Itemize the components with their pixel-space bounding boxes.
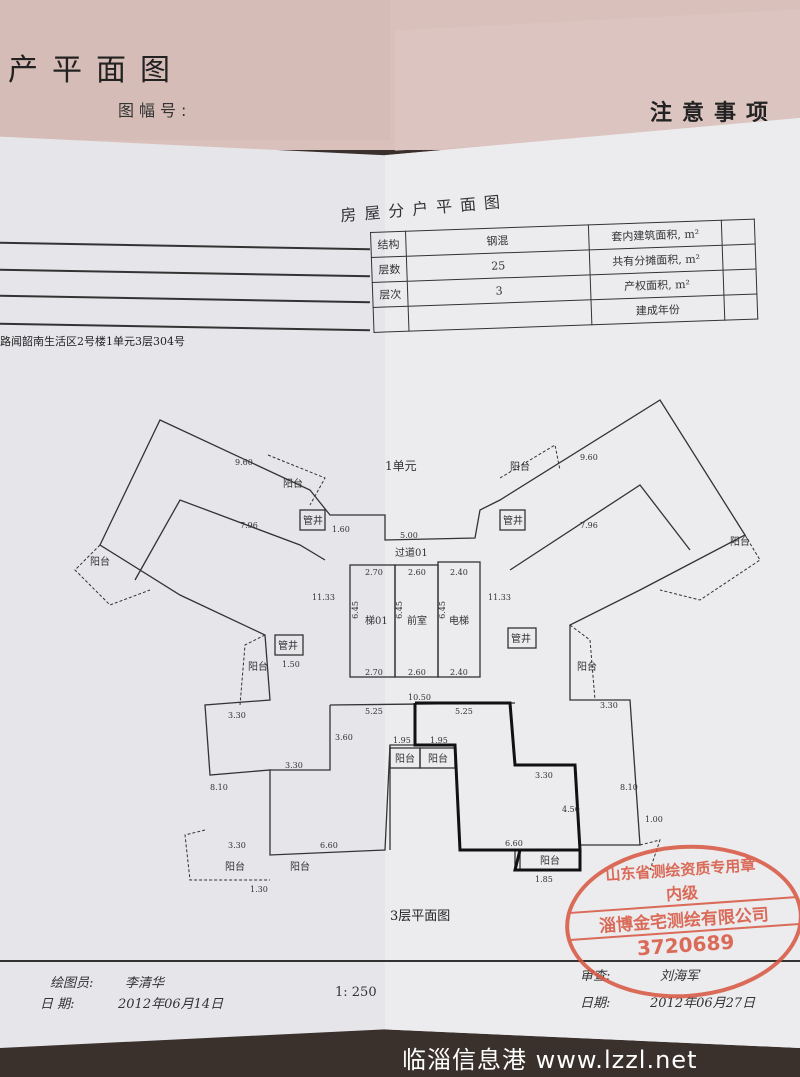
balcony-label: 阳台 — [540, 854, 560, 867]
balcony-label: 阳台 — [225, 860, 245, 873]
balcony-dashed — [499, 444, 561, 479]
notes-title: 注意事项 — [650, 101, 779, 126]
address: 路闻韶南生活区2号楼1单元3层304号 — [0, 335, 185, 348]
balcony-dashed — [267, 454, 326, 506]
dim: 3.30 — [600, 701, 618, 710]
shaft-label: 管井 — [278, 639, 298, 652]
shaft-top-left — [299, 509, 326, 531]
dim: 5.00 — [400, 531, 418, 540]
dim: 2.70 — [365, 568, 383, 577]
reviewer-label: 审查: — [580, 969, 611, 984]
balcony-dashed — [184, 829, 270, 881]
dim: 5.25 — [365, 707, 383, 716]
balcony-dashed — [239, 634, 266, 706]
dim: 3.30 — [228, 841, 246, 850]
stair-label: 梯01 — [365, 614, 388, 627]
dim: 9.60 — [580, 453, 598, 462]
drafter-label: 绘图员: — [50, 976, 94, 991]
dim: 1.60 — [332, 525, 350, 534]
shaft-left — [274, 634, 304, 656]
balcony-label: 阳台 — [428, 752, 448, 765]
dim: 5.25 — [455, 707, 473, 716]
dim: 6.60 — [320, 841, 338, 850]
footer-divider — [0, 960, 800, 962]
dim: 3.30 — [285, 761, 303, 770]
dim: 7.96 — [240, 521, 258, 530]
elevator-room — [437, 561, 481, 678]
dim: 1.30 — [250, 885, 268, 894]
dim: 9.60 — [235, 458, 253, 467]
balcony-label: 阳台 — [395, 752, 415, 765]
dim: 3.30 — [228, 711, 246, 720]
dim: 2.70 — [365, 668, 383, 677]
review-date-value: 2012年06月27日 — [650, 996, 756, 1011]
balcony-label: 阳台 — [283, 477, 303, 490]
dim: 1.95 — [393, 736, 411, 745]
dim: 7.96 — [580, 521, 598, 530]
shaft-label: 管井 — [303, 514, 323, 527]
dim: 1.95 — [430, 736, 448, 745]
balcony-label: 阳台 — [290, 860, 310, 873]
balcony-label: 阳台 — [577, 660, 597, 673]
dim-lobby-depth: 6.45 — [395, 601, 404, 619]
dim: 11.33 — [312, 593, 335, 602]
balcony-label: 阳台 — [730, 535, 750, 548]
dim: 4.50 — [562, 805, 580, 814]
balcony-dashed — [639, 839, 661, 871]
watermark: 临淄信息港 www.lzzl.net — [402, 1046, 698, 1074]
floor-plan-title: 3层平面图 — [390, 909, 451, 924]
review-date-label: 日期: — [580, 996, 611, 1011]
reviewer-name: 刘海军 — [660, 969, 700, 984]
scale: 1: 250 — [335, 985, 377, 1000]
shaft-label: 管井 — [511, 632, 531, 645]
right-wing-inner — [509, 484, 691, 571]
dim-stair-depth: 6.45 — [351, 601, 360, 619]
unit-label: 1单元 — [385, 459, 417, 473]
balcony-dashed — [659, 534, 761, 601]
date-label: 日 期: — [40, 997, 75, 1012]
dim: 1.00 — [645, 815, 663, 824]
dim: 2.60 — [408, 668, 426, 677]
building-outline — [99, 399, 746, 871]
paper-sheet-right — [385, 118, 800, 1048]
dim: 8.10 — [210, 783, 228, 792]
shaft-top-right — [499, 509, 526, 531]
left-wing-inner — [134, 499, 326, 581]
unit-304-outline — [413, 701, 582, 872]
corridor-label: 过道01 — [395, 546, 428, 559]
dim: 3.60 — [335, 733, 353, 742]
dim: 2.60 — [408, 568, 426, 577]
date-value: 2012年06月14日 — [118, 997, 224, 1012]
dim: 6.60 — [505, 839, 523, 848]
balcony-label: 阳台 — [510, 460, 530, 473]
dim: 2.40 — [450, 568, 468, 577]
dim: 10.50 — [408, 693, 431, 702]
cover-title: 产平面图 — [8, 53, 184, 88]
balcony-label: 阳台 — [90, 555, 110, 568]
balcony-dashed — [569, 624, 596, 701]
dim: 1.50 — [282, 660, 300, 669]
elevator-label: 电梯 — [449, 614, 469, 627]
dim: 2.40 — [450, 668, 468, 677]
dim: 3.30 — [535, 771, 553, 780]
dim: 8.10 — [620, 783, 638, 792]
cover-background: 产平面图 图幅号: 注意事项 — [0, 0, 800, 151]
cover-left-page — [0, 0, 390, 140]
balcony-label: 阳台 — [248, 660, 268, 673]
lobby-label: 前室 — [407, 614, 427, 627]
balcony-dashed — [74, 544, 151, 606]
map-number-label: 图幅号: — [118, 101, 192, 120]
drafter-name: 李清华 — [125, 976, 165, 991]
shaft-label: 管井 — [503, 514, 523, 527]
dim: 1.85 — [535, 875, 553, 884]
shaft-right — [507, 627, 537, 649]
dim: 11.33 — [488, 593, 511, 602]
dim-elevator-depth: 6.45 — [438, 601, 447, 619]
